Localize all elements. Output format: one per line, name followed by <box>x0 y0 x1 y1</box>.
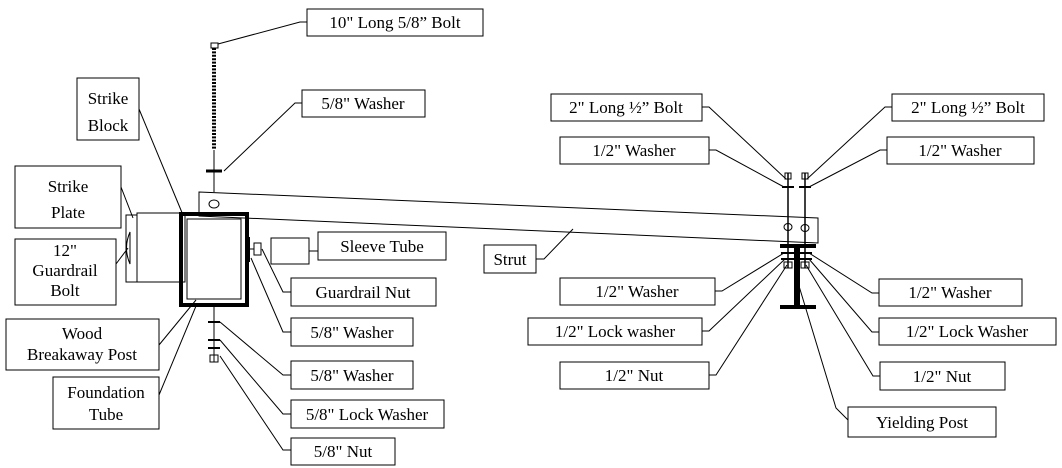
right-post-assembly <box>780 172 816 309</box>
label-washer-58-top-text: 5/8" Washer <box>321 94 404 113</box>
label-wood-post-line2: Breakaway Post <box>27 345 137 364</box>
left-post-assembly <box>125 42 262 363</box>
label-washer-12-top-left-text: 1/2" Washer <box>592 141 675 160</box>
label-yielding-post-text: Yielding Post <box>876 413 968 432</box>
label-long-bolt-text: 10" Long 5/8” Bolt <box>329 13 460 32</box>
label-washer-12-top-right-text: 1/2" Washer <box>918 141 1001 160</box>
label-lock-washer-12-right-text: 1/2" Lock Washer <box>906 322 1029 341</box>
label-bolt-2-right: 2" Long ½” Bolt <box>891 93 1045 122</box>
label-wood-breakaway-post: Wood Breakaway Post <box>5 318 160 371</box>
label-foundation-tube: Foundation Tube <box>52 376 160 430</box>
label-lock-washer-12-left-text: 1/2" Lock washer <box>555 322 676 341</box>
label-strike-plate-line2: Plate <box>51 203 85 222</box>
label-guardrail-bolt: 12" Guardrail Bolt <box>14 238 117 306</box>
label-washer-12-top-left: 1/2" Washer <box>559 136 710 165</box>
label-nut-12-left-text: 1/2" Nut <box>605 366 664 385</box>
foundation-tube-part <box>179 212 249 307</box>
label-long-bolt: 10" Long 5/8” Bolt <box>306 8 484 37</box>
label-washer-58-a: 5/8" Washer <box>290 317 414 347</box>
label-guardrail-bolt-line1: 12" <box>53 241 77 260</box>
strike-block-part <box>136 212 186 283</box>
label-washer-58-b-text: 5/8" Washer <box>310 366 393 385</box>
label-lock-washer-12-right: 1/2" Lock Washer <box>878 317 1057 346</box>
label-strike-plate-line1: Strike <box>48 177 89 196</box>
label-nut-12-right: 1/2" Nut <box>879 361 1006 391</box>
label-lock-washer-58-text: 5/8" Lock Washer <box>306 405 429 424</box>
label-foundation-tube-line2: Tube <box>89 405 123 424</box>
leader-lines <box>115 21 892 451</box>
label-washer-12-top-right: 1/2" Washer <box>886 136 1035 165</box>
sleeve-tube-part <box>270 237 310 265</box>
label-strike-plate: Strike Plate <box>14 165 122 229</box>
label-guardrail-bolt-line3: Bolt <box>50 281 80 300</box>
label-strike-block-line2: Block <box>88 116 129 135</box>
strut-part <box>198 191 819 244</box>
nut-58-part <box>209 354 219 363</box>
label-washer-12-bottom-right-text: 1/2" Washer <box>908 283 991 302</box>
label-nut-58-text: 5/8" Nut <box>314 442 373 461</box>
label-lock-washer-12-left: 1/2" Lock washer <box>527 317 703 346</box>
label-guardrail-nut-text: Guardrail Nut <box>316 283 411 302</box>
label-washer-12-bottom-right: 1/2" Washer <box>878 278 1023 307</box>
label-sleeve-tube: Sleeve Tube <box>317 231 447 261</box>
label-guardrail-nut: Guardrail Nut <box>290 277 437 307</box>
label-foundation-tube-line1: Foundation <box>67 383 145 402</box>
label-sleeve-tube-text: Sleeve Tube <box>340 237 424 256</box>
guardrail-bolt-head <box>126 231 131 265</box>
label-washer-12-bottom-left-text: 1/2" Washer <box>595 282 678 301</box>
label-strike-block: Strike Block <box>76 77 140 141</box>
label-strut: Strut <box>483 244 537 274</box>
label-bolt-2-left: 2" Long ½” Bolt <box>550 93 703 122</box>
label-nut-12-right-text: 1/2" Nut <box>913 367 972 386</box>
label-strike-block-line1: Strike <box>88 89 129 108</box>
label-bolt-2-right-text: 2" Long ½” Bolt <box>911 98 1025 117</box>
label-bolt-2-left-text: 2" Long ½” Bolt <box>569 98 683 117</box>
label-washer-58-top: 5/8" Washer <box>301 89 426 118</box>
label-washer-12-bottom-left: 1/2" Washer <box>559 277 716 306</box>
label-washer-58-b: 5/8" Washer <box>290 360 414 390</box>
label-guardrail-bolt-line2: Guardrail <box>32 261 97 280</box>
label-washer-58-a-text: 5/8" Washer <box>310 323 393 342</box>
label-lock-washer-58: 5/8" Lock Washer <box>290 399 445 429</box>
label-strut-text: Strut <box>493 250 526 269</box>
wood-post-part <box>186 218 242 300</box>
label-yielding-post: Yielding Post <box>847 406 997 438</box>
label-nut-58: 5/8" Nut <box>290 437 396 466</box>
guardrail-nut-part <box>253 242 262 256</box>
label-nut-12-left: 1/2" Nut <box>559 361 710 390</box>
label-wood-post-line1: Wood <box>62 324 103 343</box>
